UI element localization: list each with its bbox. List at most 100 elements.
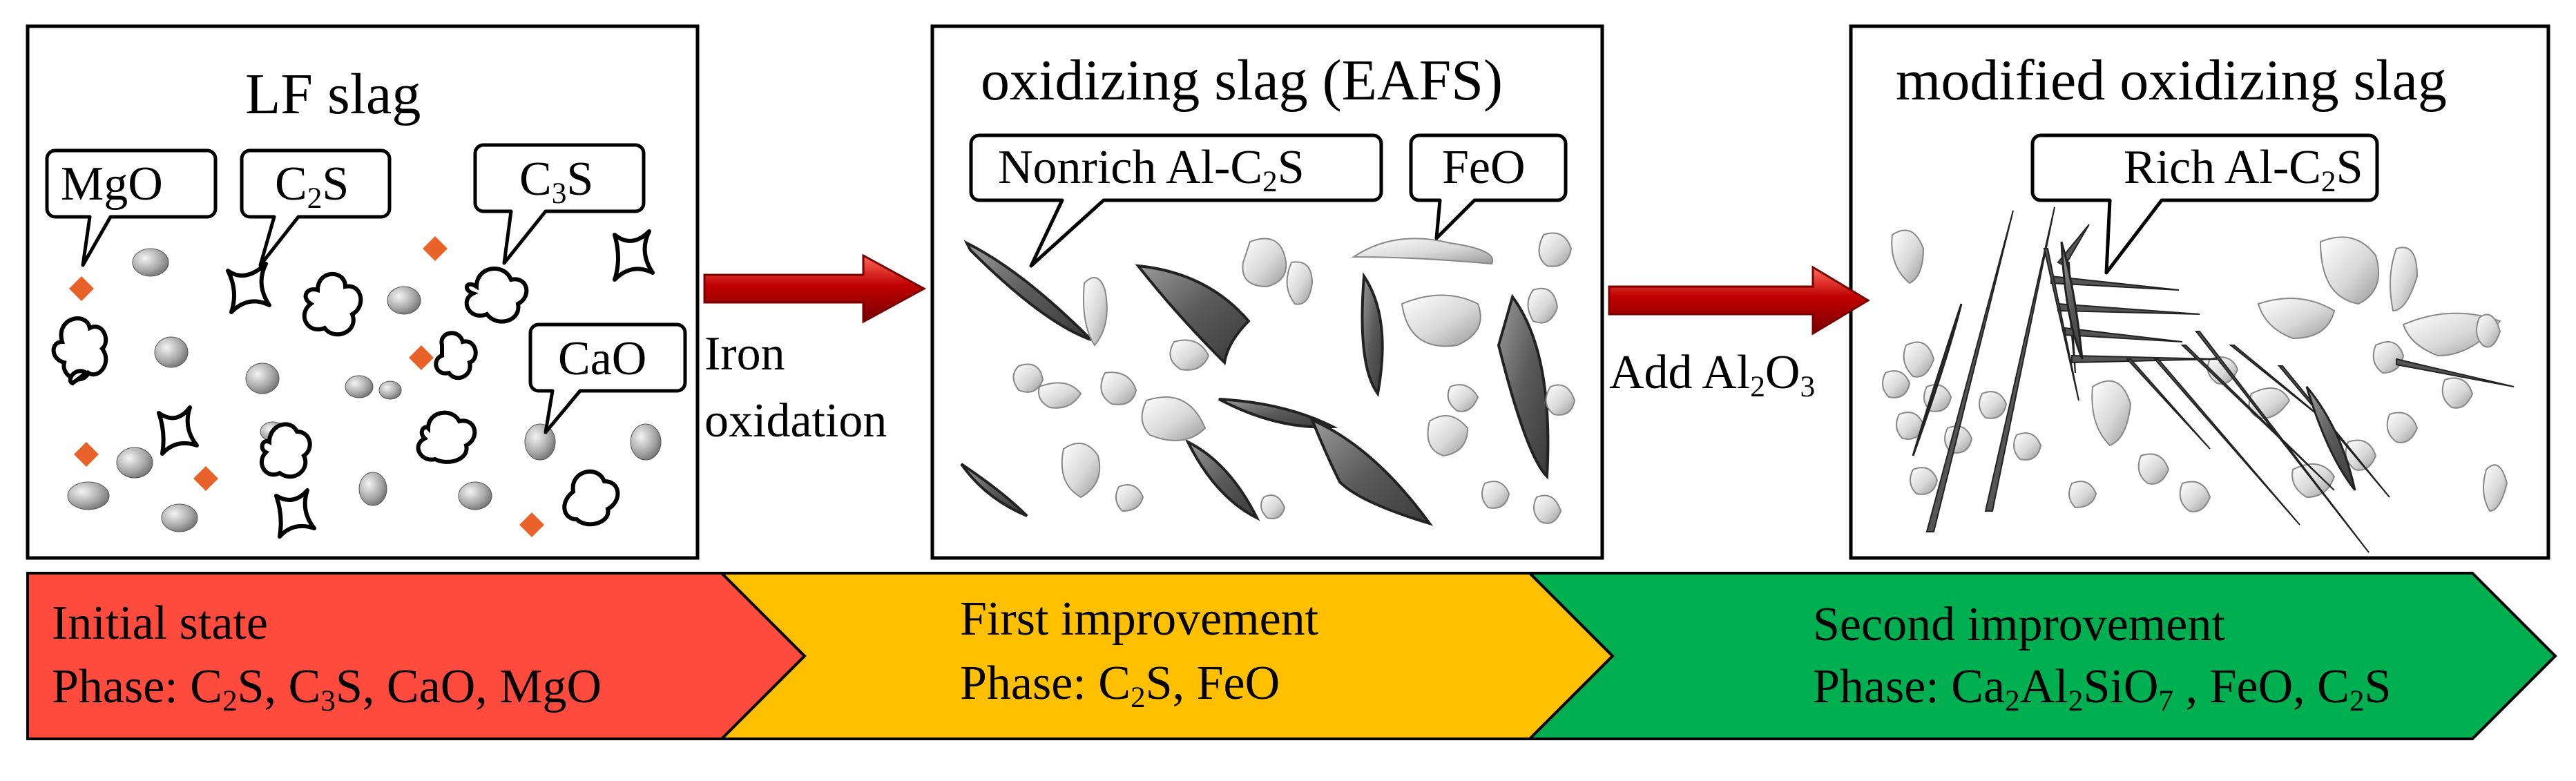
- c3s-particle: [434, 331, 478, 380]
- mgo-particle: [193, 466, 218, 491]
- al-c2s-needle: [2229, 345, 2335, 429]
- cao-grain: [524, 423, 556, 461]
- cao-grain: [116, 447, 153, 479]
- feo-grain: [1903, 341, 1935, 378]
- panel-oxidizing-slag: [930, 24, 1604, 560]
- c3s-particle: [302, 271, 363, 337]
- feo-grain: [1169, 339, 1210, 371]
- c2s-crystal: [1184, 438, 1260, 521]
- feo-grain: [2137, 453, 2170, 485]
- al-c2s-needle: [2180, 345, 2335, 491]
- callout-c3s-box: [473, 143, 646, 265]
- arrow-add-al2o3: [1608, 265, 1870, 336]
- c2s-crystal: [1497, 293, 1550, 480]
- feo-grain: [1061, 443, 1101, 499]
- mgo-particle: [409, 345, 434, 370]
- feo-grain: [2386, 412, 2419, 443]
- feo-grain: [1527, 287, 1559, 324]
- cao-grain: [67, 481, 110, 510]
- al-c2s-needle: [2153, 358, 2300, 526]
- modified-slag-particles: [1882, 206, 2515, 553]
- feo-grain: [1012, 363, 1044, 393]
- al-c2s-needle: [1984, 206, 2055, 512]
- c2s-crystal: [960, 463, 1028, 517]
- c3s-particle: [416, 410, 477, 464]
- cao-grain: [387, 286, 421, 315]
- callout-rich-box: [2030, 133, 2379, 275]
- c3s-particle: [562, 469, 620, 527]
- feo-grain: [1286, 261, 1314, 305]
- cao-grain: [630, 423, 662, 461]
- feo-grain: [1100, 372, 1137, 405]
- al-c2s-needle: [2396, 358, 2515, 387]
- feo-grain: [1891, 229, 1925, 285]
- stage-second-shape: [1526, 572, 2557, 740]
- al-c2s-crystal: [1912, 303, 1963, 456]
- callout-feo-box: [1409, 133, 1568, 240]
- callout-mgo-box: [45, 148, 218, 267]
- feo-grain: [1038, 382, 1082, 409]
- feo-grain: [1481, 481, 1510, 509]
- mgo-particle: [69, 276, 94, 301]
- cao-grain: [358, 472, 387, 506]
- feo-grain: [2441, 377, 2474, 409]
- al-c2s-needle: [2125, 358, 2211, 450]
- feo-grain: [1401, 294, 1481, 347]
- cao-grain: [378, 380, 402, 400]
- cao-grain: [132, 248, 169, 277]
- lf-slag-particles: [51, 229, 662, 539]
- al-c2s-needle: [2194, 331, 2370, 553]
- cao-grain: [245, 363, 280, 394]
- arrow-iron-oxidation: [703, 253, 927, 324]
- feo-grain: [2257, 298, 2336, 340]
- cao-grain: [161, 503, 198, 532]
- feo-grain: [2068, 481, 2097, 509]
- callout-cao-box: [528, 322, 687, 434]
- mgo-particle: [519, 512, 544, 537]
- feo-grain: [1083, 277, 1108, 347]
- feo-grain: [1979, 391, 2008, 419]
- c3s-particle: [51, 316, 108, 382]
- callout-nonrich-box: [969, 133, 1383, 268]
- al-c2s-crystal: [2060, 241, 2084, 360]
- c2s-crystal: [1135, 264, 1251, 366]
- al-c2s-needle: [1925, 210, 2014, 532]
- c2s-crystal: [1361, 272, 1384, 397]
- mgo-particle: [423, 236, 448, 261]
- feo-grain: [1538, 232, 1573, 267]
- feo-grain: [2013, 432, 2042, 461]
- mgo-particle: [74, 442, 99, 467]
- c2s-particle: [613, 229, 655, 282]
- feo-grain: [1545, 384, 1576, 416]
- feo-grain: [1533, 494, 1562, 524]
- feo-grain: [1896, 412, 1925, 440]
- feo-grain: [2476, 314, 2501, 348]
- feo-grain: [2319, 236, 2380, 305]
- feo-grain: [2179, 481, 2211, 512]
- c2s-crystal: [1218, 398, 1338, 429]
- callout-c2s-box: [240, 148, 392, 267]
- c2s-crystal: [1309, 417, 1434, 526]
- feo-grain: [1427, 415, 1469, 457]
- feo-grain: [1351, 238, 1494, 265]
- c2s-particle: [274, 488, 316, 539]
- feo-grain: [2483, 464, 2508, 512]
- feo-grain: [1882, 370, 1911, 398]
- cao-grain: [154, 336, 189, 368]
- stage-band: [26, 572, 2557, 740]
- feo-grain: [1260, 494, 1286, 519]
- cao-grain: [458, 481, 492, 510]
- c3s-particle: [260, 422, 312, 479]
- feo-grain: [1115, 484, 1144, 512]
- feo-grain: [2091, 380, 2132, 447]
- c2s-particle: [157, 405, 199, 456]
- eafs-particles: [960, 232, 1576, 526]
- panel-modified-slag: [1849, 24, 2550, 560]
- c2s-particle: [226, 262, 271, 314]
- cao-grain: [345, 375, 374, 398]
- al-c2s-needle: [2043, 248, 2079, 401]
- feo-grain: [1141, 396, 1207, 441]
- al-c2s-crystal: [2305, 386, 2356, 491]
- feo-grain: [2390, 247, 2419, 312]
